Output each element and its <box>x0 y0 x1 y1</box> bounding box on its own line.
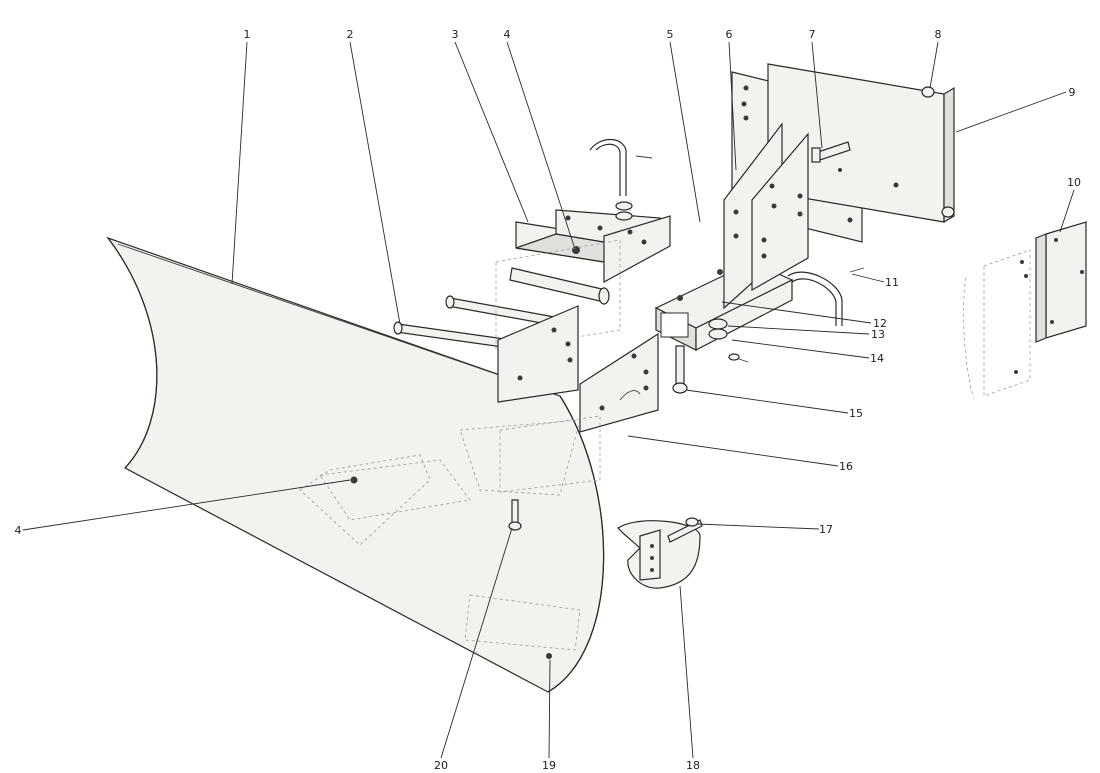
callout-5: 5 <box>667 28 674 41</box>
plow-blade <box>106 236 605 693</box>
callout-4: 4 <box>504 28 511 41</box>
callout-7: 7 <box>809 28 816 41</box>
clevis-bracket <box>495 209 671 351</box>
callout-9: 9 <box>1069 86 1076 99</box>
callout-15: 15 <box>849 407 863 420</box>
skid-shoe <box>617 517 703 589</box>
callout-13: 13 <box>871 328 885 341</box>
callout-17: 17 <box>819 523 833 536</box>
washers <box>708 318 749 363</box>
gusset-plates <box>723 122 809 310</box>
callout-10: 10 <box>1067 176 1081 189</box>
callout-6: 6 <box>726 28 733 41</box>
callout-1: 1 <box>244 28 251 41</box>
callout-2: 2 <box>347 28 354 41</box>
callout-8: 8 <box>935 28 942 41</box>
callout-19: 19 <box>542 759 556 772</box>
callout-12: 12 <box>873 317 887 330</box>
locking-pin-upper <box>589 138 653 221</box>
frame-bracket <box>767 63 955 224</box>
callout-16: 16 <box>839 460 853 473</box>
callout-11: 11 <box>885 276 899 289</box>
callout-4-lower: 4 <box>15 524 22 537</box>
callout-3: 3 <box>452 28 459 41</box>
side-bracket <box>963 221 1087 399</box>
callout-14: 14 <box>870 352 884 365</box>
locking-pin-lower <box>787 267 865 326</box>
callout-20: 20 <box>434 759 448 772</box>
leader-lines <box>22 41 1075 759</box>
callout-labels: 1 2 3 4 5 6 7 8 9 10 11 12 13 14 15 16 1… <box>15 28 1082 772</box>
bolt-15 <box>672 345 688 394</box>
callout-18: 18 <box>686 759 700 772</box>
bolt-7 <box>811 141 851 163</box>
blade-mount-bracket <box>497 305 659 493</box>
